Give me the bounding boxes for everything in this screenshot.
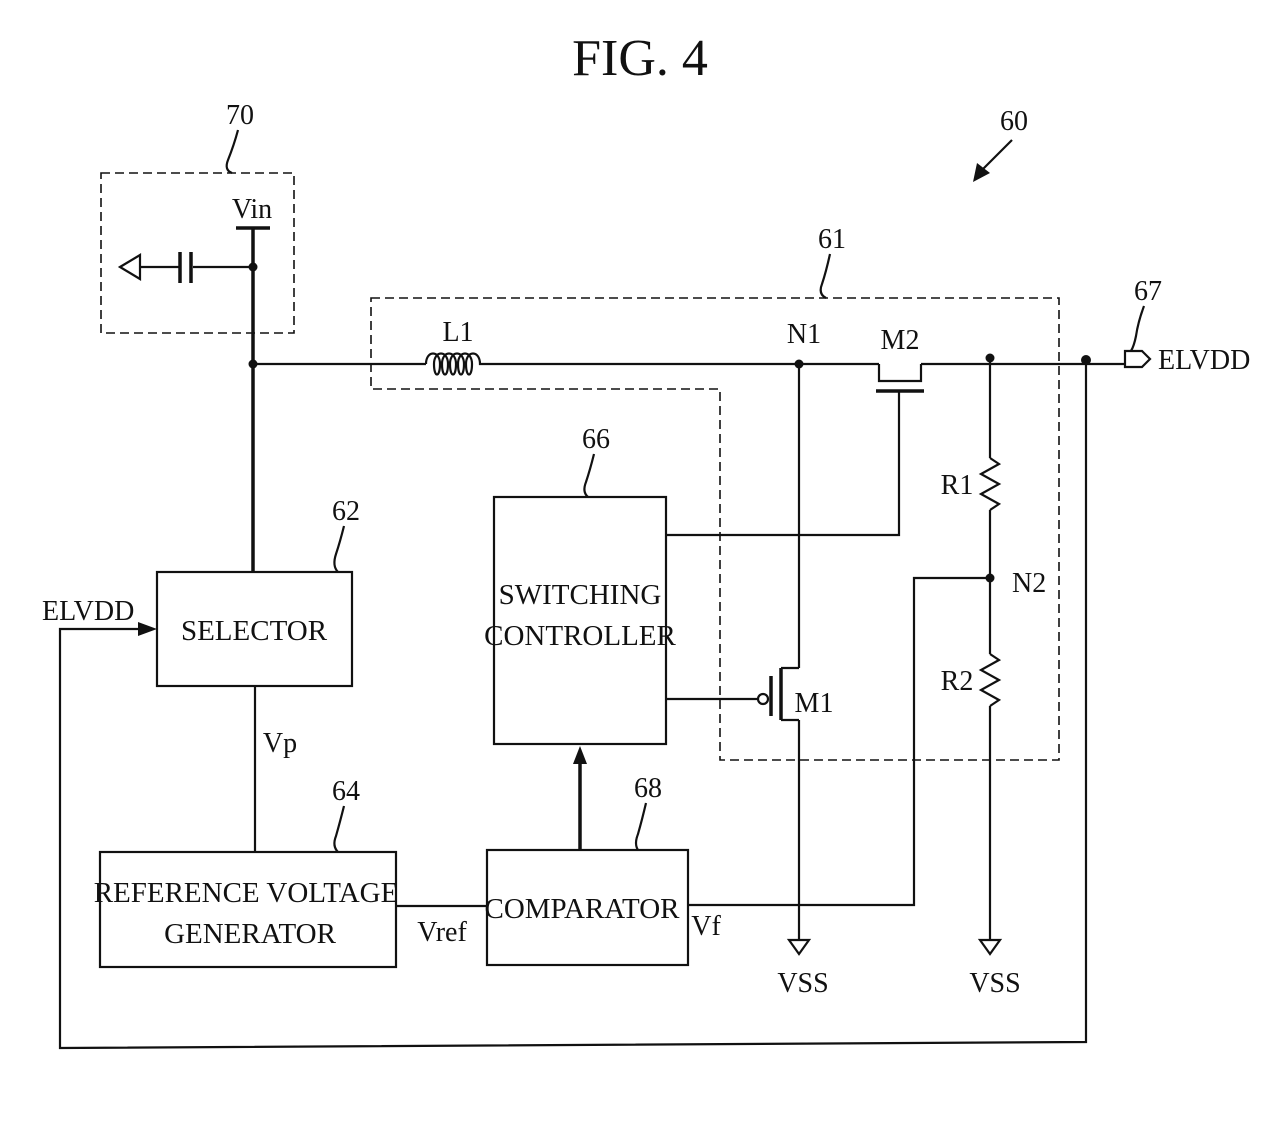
- rvg-label-line2: GENERATOR: [164, 918, 337, 950]
- ref-67-leader: [1131, 306, 1144, 351]
- label-m2: M2: [881, 325, 920, 356]
- label-r1: R1: [941, 470, 974, 501]
- switching-controller-label-line1: SWITCHING: [499, 579, 662, 611]
- m1-gate-bubble: [758, 694, 768, 704]
- ground-vss-left-icon: [789, 940, 809, 954]
- ref-66: 66: [582, 424, 610, 455]
- label-r2: R2: [941, 666, 974, 697]
- ref-67: 67: [1134, 276, 1162, 307]
- output-terminal-icon: [1125, 351, 1150, 367]
- ref-60: 60: [1000, 106, 1028, 137]
- switching-controller-label-line2: CONTROLLER: [484, 620, 676, 652]
- comparator-label: COMPARATOR: [484, 893, 680, 925]
- ground-arrow-icon: [120, 255, 140, 279]
- ref-64: 64: [332, 776, 360, 807]
- ref-61: 61: [818, 224, 846, 255]
- label-vref: Vref: [417, 917, 467, 948]
- inductor-l1: [426, 354, 490, 375]
- label-elvdd-out: ELVDD: [1158, 345, 1250, 376]
- label-l1: L1: [442, 317, 473, 348]
- transistor-m2: [879, 364, 921, 381]
- label-vss-left: VSS: [777, 968, 828, 999]
- label-m1: M1: [795, 688, 834, 719]
- ref-62: 62: [332, 496, 360, 527]
- ref-60-leader: [980, 140, 1012, 172]
- label-vp: Vp: [263, 728, 297, 759]
- label-n2: N2: [1012, 568, 1046, 599]
- feedback-vf-wire: [688, 578, 990, 905]
- label-n1: N1: [787, 319, 821, 350]
- ref-68-leader: [636, 803, 646, 850]
- sc-to-m2-gate-wire: [666, 391, 899, 535]
- label-vss-right: VSS: [969, 968, 1020, 999]
- comparator-to-sc-arrowhead: [573, 746, 587, 764]
- elvdd-feedback-arrowhead: [138, 622, 157, 636]
- label-elvdd-in: ELVDD: [42, 596, 134, 627]
- figure-title: FIG. 4: [572, 30, 708, 87]
- label-vf: Vf: [691, 911, 721, 942]
- selector-label: SELECTOR: [181, 615, 328, 647]
- label-vin: Vin: [232, 194, 272, 225]
- resistor-r1: [981, 458, 999, 510]
- junction-vin-cap: [249, 263, 258, 272]
- resistor-r2: [981, 654, 999, 706]
- ref-70-leader: [227, 130, 238, 173]
- ref-61-leader: [821, 254, 830, 298]
- ref-70: 70: [226, 100, 254, 131]
- ref-62-leader: [334, 526, 344, 572]
- ref-66-leader: [584, 454, 594, 497]
- ref-68: 68: [634, 773, 662, 804]
- ground-vss-right-icon: [980, 940, 1000, 954]
- ref-64-leader: [334, 806, 344, 852]
- rvg-label-line1: REFERENCE VOLTAGE: [94, 877, 399, 909]
